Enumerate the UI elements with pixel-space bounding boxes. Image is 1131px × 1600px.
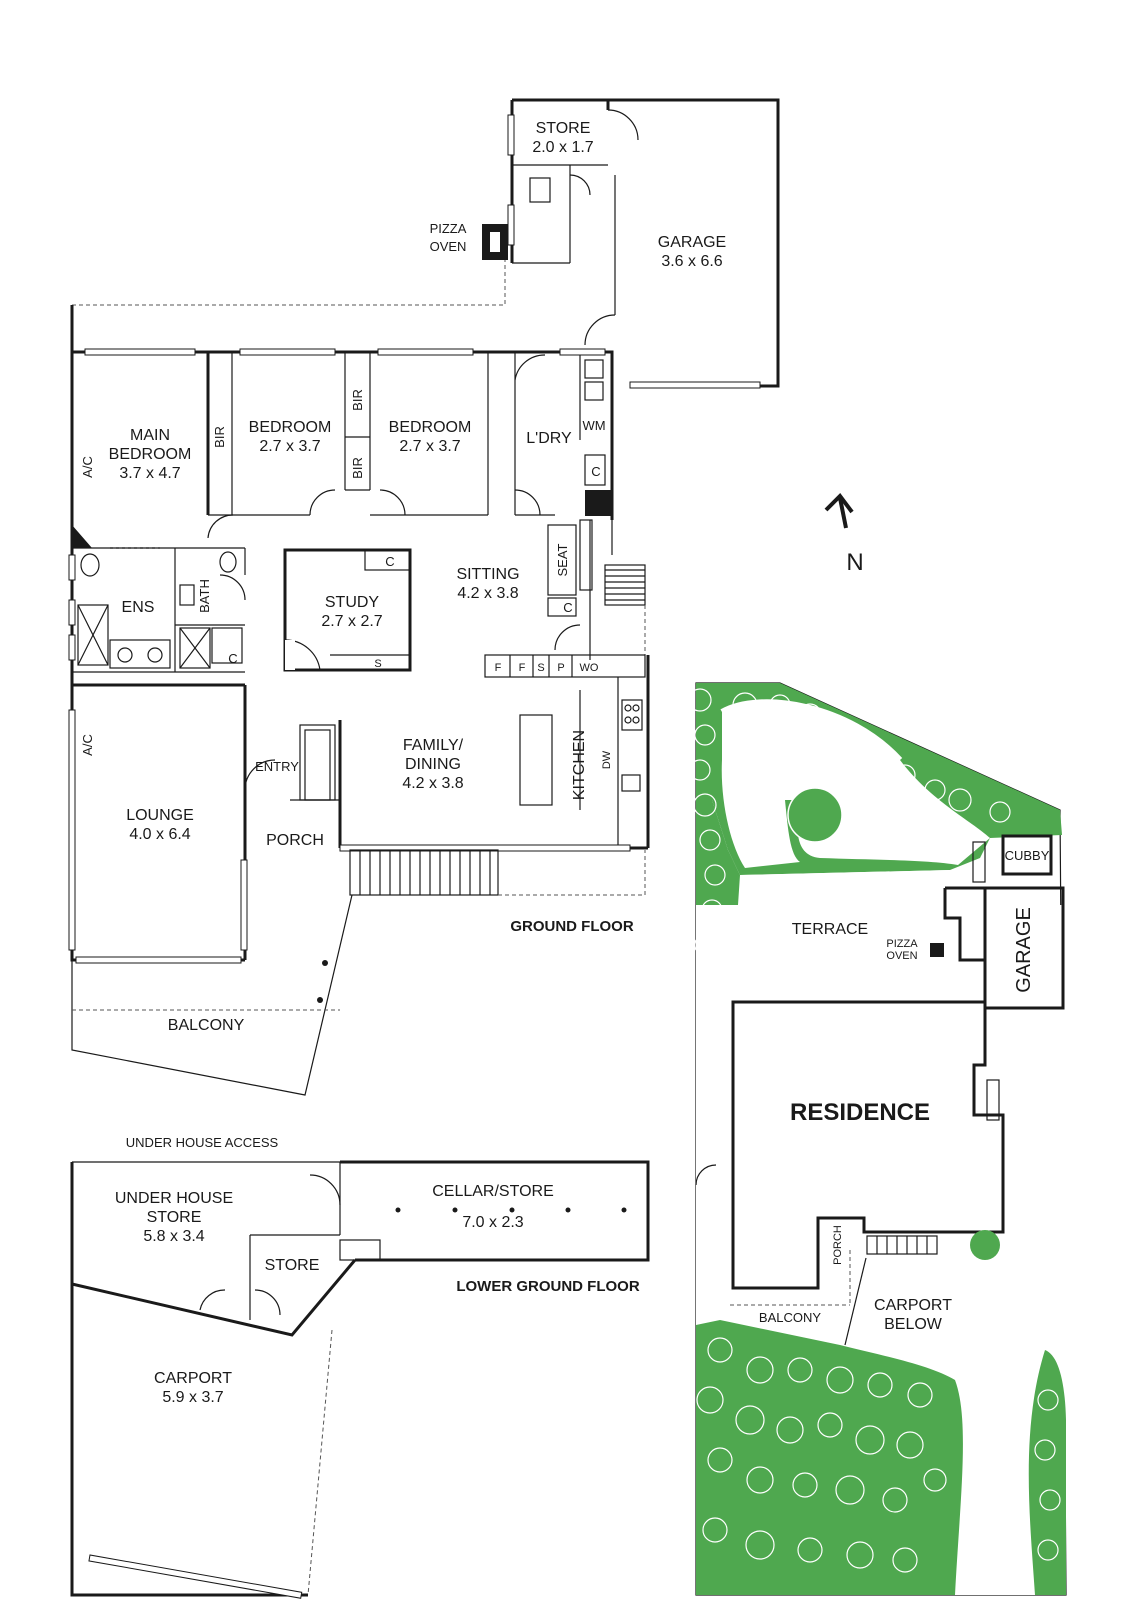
site-plan: CUBBY TERRACE PIZZA OVEN GARAGE RESIDENC… — [688, 682, 1067, 1596]
south-garden — [696, 1320, 963, 1595]
kitchen-label-s: S — [537, 662, 544, 674]
laundry-label: L'DRY — [526, 430, 572, 447]
main-bedroom-label-2: BEDROOM — [109, 446, 192, 463]
bedroom2-label: BEDROOM — [249, 419, 332, 436]
bedroom3-label: BEDROOM — [389, 419, 472, 436]
store-dim: 2.0 x 1.7 — [532, 139, 593, 156]
lounge-label: LOUNGE — [126, 807, 194, 824]
study-label: STUDY — [325, 594, 380, 611]
kitchen-label-p: P — [557, 662, 564, 674]
under-house-access-label: UNDER HOUSE ACCESS — [126, 1135, 279, 1150]
kitchen-label-wo: WO — [580, 662, 599, 674]
carport-below-2: BELOW — [884, 1316, 943, 1333]
c-label-sitting: C — [563, 600, 572, 615]
bedroom3-dim: 2.7 x 3.7 — [399, 438, 460, 455]
kitchen-label-f1: F — [495, 662, 502, 674]
cellar-dim: 7.0 x 2.3 — [462, 1214, 523, 1231]
terrace-label: TERRACE — [792, 921, 868, 938]
site-balcony-label: BALCONY — [759, 1310, 821, 1325]
lower-ground-floor-heading: LOWER GROUND FLOOR — [456, 1278, 639, 1295]
under-house-store-label-2: STORE — [147, 1209, 202, 1226]
lounge-dim: 4.0 x 6.4 — [129, 826, 190, 843]
s-label-study: S — [374, 658, 381, 670]
wm-label: WM — [582, 418, 605, 433]
carport-label: CARPORT — [154, 1370, 232, 1387]
dw-label: DW — [601, 750, 613, 769]
pizza-oven-label-1: PIZZA — [430, 221, 467, 236]
stairs-front — [349, 849, 499, 896]
ac-label-1: A/C — [80, 456, 95, 478]
north-label: N — [846, 549, 863, 576]
site-pizza-oven-2: OVEN — [886, 950, 917, 962]
bedroom2-dim: 2.7 x 3.7 — [259, 438, 320, 455]
sitting-label: SITTING — [456, 566, 519, 583]
store-label: STORE — [536, 120, 591, 137]
bath-label: BATH — [197, 579, 212, 613]
pizza-oven-label-2: OVEN — [430, 239, 467, 254]
seat-label: SEAT — [555, 543, 570, 576]
under-house-store-label-1: UNDER HOUSE — [115, 1190, 233, 1207]
ground-floor-plan: STORE 2.0 x 1.7 PIZZA OVEN GARAGE 3.6 x … — [68, 98, 780, 1096]
lower-ground-floor-plan: UNDER HOUSE ACCESS UNDER HOUSE STORE 5.8… — [70, 1135, 650, 1599]
c-label-laundry: C — [591, 464, 600, 479]
family-label-2: DINING — [405, 756, 461, 773]
cellar-label: CELLAR/STORE — [432, 1183, 554, 1200]
site-pizza-oven-1: PIZZA — [886, 938, 918, 950]
kitchen-label-f2: F — [519, 662, 526, 674]
cubby-label: CUBBY — [1005, 848, 1050, 863]
family-label-1: FAMILY/ — [403, 737, 464, 754]
ac-label-2: A/C — [80, 734, 95, 756]
family-dim: 4.2 x 3.8 — [402, 775, 463, 792]
stairs-ground-east — [604, 564, 646, 606]
residence-label: RESIDENCE — [790, 1099, 930, 1126]
kitchen-label: KITCHEN — [571, 730, 588, 800]
under-house-store-dim: 5.8 x 3.4 — [143, 1228, 204, 1245]
carport-dim: 5.9 x 3.7 — [162, 1389, 223, 1406]
entry-label: ENTRY — [255, 759, 299, 774]
bir-label-2: BIR — [350, 389, 365, 411]
bir-label-3: BIR — [350, 457, 365, 479]
site-garage-label: GARAGE — [1013, 907, 1035, 993]
main-bedroom-dim: 3.7 x 4.7 — [119, 465, 180, 482]
study-dim: 2.7 x 2.7 — [321, 613, 382, 630]
porch-label: PORCH — [266, 832, 324, 849]
ens-label: ENS — [122, 599, 155, 616]
north-arrow: N — [824, 492, 864, 576]
main-bedroom-label-1: MAIN — [130, 427, 170, 444]
carport-below-1: CARPORT — [874, 1297, 952, 1314]
lower-store-label: STORE — [265, 1257, 320, 1274]
c-label-study: C — [385, 554, 394, 569]
site-porch-label: PORCH — [832, 1225, 844, 1265]
garage-label: GARAGE — [658, 234, 726, 251]
bir-label-1: BIR — [212, 426, 227, 448]
garage-dim: 3.6 x 6.6 — [661, 253, 722, 270]
sitting-dim: 4.2 x 3.8 — [457, 585, 518, 602]
ground-floor-heading: GROUND FLOOR — [510, 918, 633, 935]
c-label-bath: C — [228, 651, 237, 666]
balcony-label: BALCONY — [168, 1017, 245, 1034]
